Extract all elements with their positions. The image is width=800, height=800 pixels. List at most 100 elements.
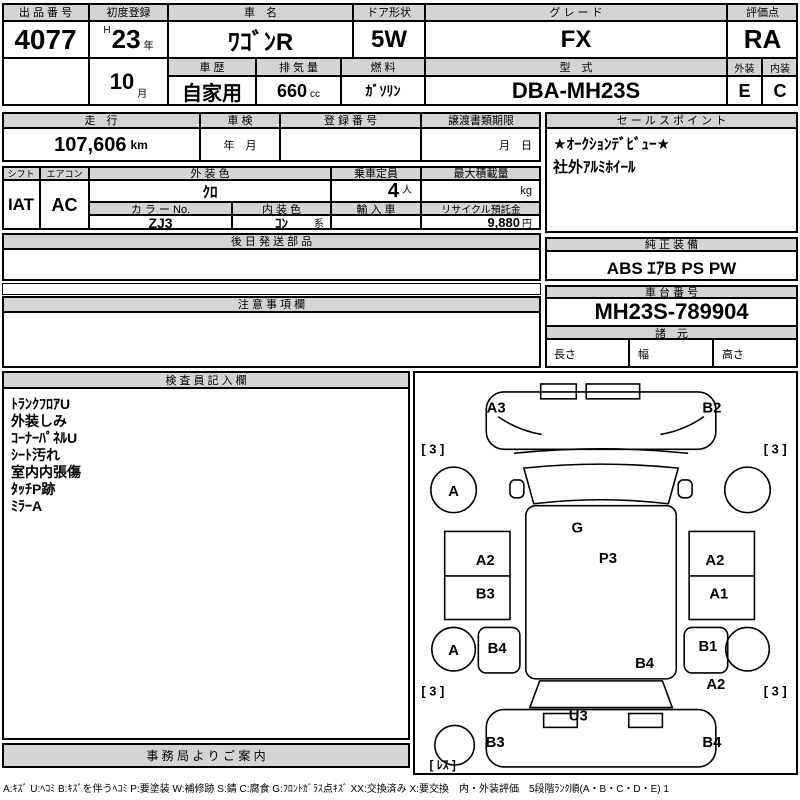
damage-label: A1 bbox=[709, 587, 728, 603]
fuel-header: 燃 料 bbox=[341, 58, 425, 76]
damage-label: B3 bbox=[486, 735, 505, 751]
inspector-note: ｼｰﾄ汚れ bbox=[11, 447, 60, 463]
inspector-notes: ﾄﾗﾝｸﾌﾛｱU 外装しみ ｺｰﾅｰﾊﾟﾈﾙU ｼｰﾄ汚れ 室内内張傷 ﾀｯﾁP… bbox=[2, 388, 410, 740]
capacity-header: 乗車定員 bbox=[331, 166, 421, 180]
capacity-value: 4 人 bbox=[331, 180, 421, 202]
sales-point-body: ★ｵｰｸｼｮﾝﾃﾞﾋﾞｭｰ★ 社外ｱﾙﾐﾎｲｰﾙ bbox=[545, 128, 798, 233]
inspector-note: ﾐﾗｰA bbox=[11, 498, 43, 514]
door-shape-value: 5W bbox=[353, 21, 425, 58]
car-outline bbox=[430, 383, 772, 768]
model-header: 型 式 bbox=[425, 58, 727, 76]
damage-label: [ 3 ] bbox=[764, 441, 787, 456]
sales-point-line: ★ｵｰｸｼｮﾝﾃﾞﾋﾞｭｰ★ bbox=[553, 136, 670, 153]
damage-label: [ 3 ] bbox=[764, 684, 787, 699]
displacement-value: 660 cc bbox=[256, 76, 341, 106]
interior-score: C bbox=[762, 76, 798, 106]
exterior-header: 外装 bbox=[727, 58, 762, 76]
caution-strip bbox=[2, 283, 541, 295]
chassis-no-value: MH23S-789904 bbox=[545, 298, 798, 326]
capacity-number: 4 bbox=[387, 180, 399, 202]
transfer-deadline-value: 月 日 bbox=[421, 128, 541, 162]
recycle-value: 9,880 円 bbox=[421, 215, 541, 230]
era-mark: H bbox=[103, 25, 111, 36]
auction-no-value: 4077 bbox=[2, 21, 89, 58]
aircon-value: AC bbox=[40, 180, 89, 230]
damage-label: [ 3 ] bbox=[421, 441, 444, 456]
office-notice-header: 事 務 局 よ り ご 案 内 bbox=[2, 743, 410, 768]
history-header: 車 歴 bbox=[168, 58, 256, 76]
capacity-unit: 人 bbox=[402, 185, 412, 196]
later-parts-body bbox=[2, 249, 541, 281]
shift-value: IAT bbox=[2, 180, 40, 230]
month-suffix: 月 bbox=[137, 89, 148, 100]
recycle-header: リサイクル預託金 bbox=[421, 202, 541, 215]
int-color-header: 内 装 色 bbox=[232, 202, 331, 215]
dimensions-header: 諸 元 bbox=[545, 326, 798, 339]
int-color-suffix: 系 bbox=[314, 219, 324, 230]
door-shape-header: ドア形状 bbox=[353, 3, 425, 21]
inspector-note: 外装しみ bbox=[11, 413, 67, 429]
import-value bbox=[331, 215, 421, 230]
shaken-value: 年 月 bbox=[200, 128, 280, 162]
width-cell: 幅 bbox=[629, 339, 713, 368]
mileage-header: 走 行 bbox=[2, 112, 200, 128]
ext-color-value: ｸﾛ bbox=[89, 180, 331, 202]
ext-color-header: 外 装 色 bbox=[89, 166, 331, 180]
inspector-header: 検 査 員 記 入 欄 bbox=[2, 371, 410, 388]
reg-month: 10 bbox=[109, 69, 135, 94]
history-value: 自家用 bbox=[168, 76, 256, 106]
later-parts-header: 後 日 発 送 部 品 bbox=[2, 233, 541, 249]
import-header: 輸 入 車 bbox=[331, 202, 421, 215]
damage-label: [ ﾚｽ ] bbox=[430, 758, 456, 772]
damage-label: A2 bbox=[476, 553, 495, 569]
damage-label: B4 bbox=[635, 656, 655, 672]
score-header: 評価点 bbox=[727, 3, 798, 21]
displacement-header: 排 気 量 bbox=[256, 58, 341, 76]
first-reg-month: 10 月 bbox=[89, 58, 168, 106]
auction-no-header: 出 品 番 号 bbox=[2, 3, 89, 21]
sales-point-header: セ ー ル ス ポ イ ン ト bbox=[545, 112, 798, 128]
max-load-value: kg bbox=[421, 180, 541, 202]
damage-label: A2 bbox=[705, 553, 724, 569]
score-value: RA bbox=[727, 21, 798, 58]
max-load-header: 最大積載量 bbox=[421, 166, 541, 180]
damage-label: [ 3 ] bbox=[421, 684, 444, 699]
damage-label: A bbox=[448, 643, 459, 659]
damage-label: A bbox=[448, 484, 459, 500]
damage-label: B4 bbox=[488, 641, 508, 657]
mileage-unit: km bbox=[130, 138, 148, 152]
color-no-header: カ ラ ー No. bbox=[89, 202, 232, 215]
damage-label: U3 bbox=[569, 708, 588, 724]
recycle-fee: 9,880 bbox=[487, 215, 520, 230]
first-reg-value: H 23 年 bbox=[89, 21, 168, 58]
reg-year: 23 bbox=[111, 24, 141, 54]
mileage-number: 107,606 bbox=[54, 133, 127, 156]
model-value: DBA-MH23S bbox=[425, 76, 727, 106]
car-name-header: 車 名 bbox=[168, 3, 353, 21]
transfer-deadline-header: 譲渡書類期限 bbox=[421, 112, 541, 128]
equipment-header: 純 正 装 備 bbox=[545, 237, 798, 251]
displacement-number: 660 bbox=[276, 80, 308, 101]
shift-header: シフト bbox=[2, 166, 40, 180]
damage-label: A3 bbox=[487, 401, 506, 417]
reg-number-value bbox=[280, 128, 421, 162]
damage-label: B1 bbox=[698, 639, 717, 655]
aircon-header: エアコン bbox=[40, 166, 89, 180]
caution-body bbox=[2, 312, 541, 368]
damage-label: A2 bbox=[706, 677, 725, 693]
inspector-note: ﾄﾗﾝｸﾌﾛｱU bbox=[11, 396, 71, 412]
inspector-note: ｺｰﾅｰﾊﾟﾈﾙU bbox=[11, 430, 78, 446]
shaken-header: 車 検 bbox=[200, 112, 280, 128]
damage-label: P3 bbox=[599, 551, 617, 567]
chassis-no-header: 車 台 番 号 bbox=[545, 285, 798, 298]
inspector-note: ﾀｯﾁP跡 bbox=[11, 481, 56, 497]
length-cell: 長さ bbox=[545, 339, 629, 368]
damage-label: B4 bbox=[702, 735, 722, 751]
reg-number-header: 登 録 番 号 bbox=[280, 112, 421, 128]
sales-point-line: 社外ｱﾙﾐﾎｲｰﾙ bbox=[553, 158, 636, 176]
damage-label: B2 bbox=[702, 401, 721, 417]
color-no-value: ZJ3 bbox=[89, 215, 232, 230]
